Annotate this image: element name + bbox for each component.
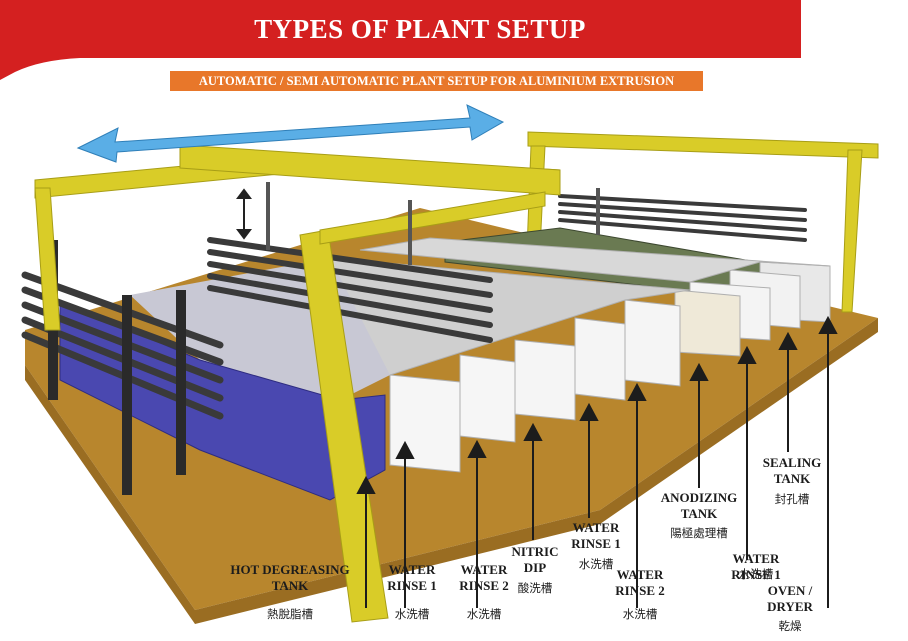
- label-cn-water-rinse-2-a: 水洗槽: [466, 607, 502, 621]
- label-cn-water-rinse-2-b: 水洗槽: [622, 607, 658, 621]
- label-water-rinse-1-b: WATER RINSE 1: [556, 520, 636, 552]
- label-anodizing-tank: ANODIZING TANK: [644, 490, 754, 522]
- profile-rack: [207, 237, 493, 343]
- label-hot-degreasing-tank: HOT DEGREASING TANK: [215, 562, 365, 594]
- label-line: WATER: [572, 520, 620, 535]
- label-sealing-tank: SEALING TANK: [751, 455, 833, 487]
- label-line: RINSE 1: [731, 567, 781, 582]
- label-line: WATER: [460, 562, 508, 577]
- header-banner: [0, 0, 801, 80]
- label-line: DRYER: [767, 599, 813, 614]
- label-line: WATER: [616, 567, 664, 582]
- label-line: ANODIZING: [660, 490, 738, 505]
- label-line: HOT DEGREASING: [230, 562, 350, 577]
- banner-shape: [0, 0, 801, 80]
- label-water-rinse-1-a: WATER RINSE 1: [372, 562, 452, 594]
- hoist-screws: [266, 182, 600, 265]
- label-line: RINSE 1: [387, 578, 437, 593]
- label-cn-water-rinse-1-a: 水洗槽: [394, 607, 430, 621]
- label-cn-anodizing-tank: 陽極處理槽: [670, 526, 728, 540]
- lift-arrow-vertical: [236, 188, 252, 240]
- page-subtitle: AUTOMATIC / SEMI AUTOMATIC PLANT SETUP F…: [170, 71, 703, 91]
- travel-arrow-horizontal: [76, 104, 505, 163]
- label-line: WATER: [388, 562, 436, 577]
- label-line: OVEN /: [767, 583, 813, 598]
- label-line: TANK: [680, 506, 718, 521]
- label-water-rinse-1-c: WATER RINSE 1: [716, 551, 796, 583]
- label-oven-dryer: OVEN / DRYER: [752, 583, 828, 615]
- label-cn-sealing-tank: 封孔槽: [774, 492, 810, 506]
- page-title: TYPES OF PLANT SETUP: [254, 14, 586, 44]
- label-nitric-dip: NITRIC DIP: [500, 544, 570, 576]
- front-crane: [34, 144, 561, 623]
- label-cn-water-rinse-1-c: 水洗槽: [738, 567, 774, 581]
- label-line: TANK: [773, 471, 811, 486]
- label-line: DIP: [523, 560, 547, 575]
- label-line: RINSE 2: [615, 583, 665, 598]
- label-line: SEALING: [762, 455, 822, 470]
- label-line: RINSE 2: [459, 578, 509, 593]
- label-cn-nitric-dip: 酸洗槽: [517, 581, 553, 595]
- label-water-rinse-2-b: WATER RINSE 2: [600, 567, 680, 599]
- label-line: RINSE 1: [571, 536, 621, 551]
- label-water-rinse-2-a: WATER RINSE 2: [444, 562, 524, 594]
- back-rails: [558, 194, 807, 242]
- label-line: WATER: [732, 551, 780, 566]
- label-arrows: [356, 315, 838, 608]
- label-cn-hot-degreasing-tank: 熱脫脂槽: [267, 607, 313, 621]
- label-line: NITRIC: [511, 544, 559, 559]
- label-cn-water-rinse-1-b: 水洗槽: [578, 557, 614, 571]
- label-line: TANK: [271, 578, 309, 593]
- label-cn-oven-dryer: 乾燥: [778, 619, 802, 633]
